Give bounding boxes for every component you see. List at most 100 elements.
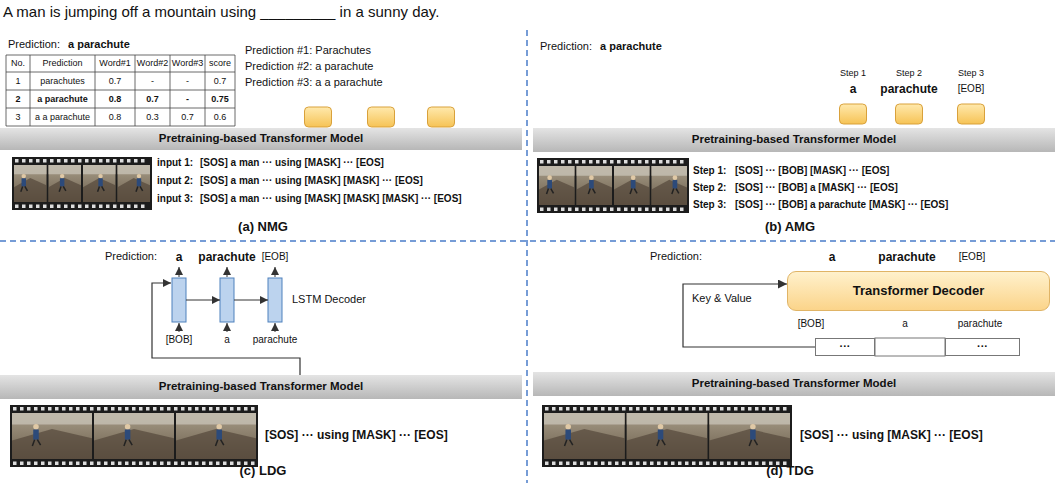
video-frame [94,413,174,459]
person-leg [749,440,751,446]
sprocket-hole [617,160,621,164]
sprocket-hole [64,205,68,209]
sprocket-hole [111,462,115,466]
sprocket-hole [160,407,164,411]
video-frame [544,413,625,459]
sprocket-hole [615,462,619,466]
person-body [22,178,26,186]
output-box [840,104,867,124]
sprocket-hole [713,407,717,411]
sprocket-hole [643,407,647,411]
table-cell: - [170,76,205,87]
sprocket-hole [134,205,138,209]
sprocket-hole [20,407,24,411]
panel-divider [526,30,528,483]
sprocket-hole [610,160,614,164]
sprocket-hole [139,462,143,466]
panel-caption: (d) TDG [766,463,814,479]
sky [652,166,688,176]
output-box [368,107,395,127]
film-strip [542,405,792,467]
person-body [658,430,664,440]
sprocket-hole [580,407,584,411]
step-label: Step 3 [958,68,984,79]
recurrent-arrow [186,300,220,301]
sprocket-hole [699,462,703,466]
sprocket-hole [540,160,544,164]
sprocket-hole [78,205,82,209]
person-leg [216,440,218,446]
person-leg [140,186,143,190]
sprocket-hole [153,407,157,411]
sprocket-hole [90,407,94,411]
sprocket-hole [141,205,145,209]
sprocket-hole [650,407,654,411]
sprocket-hole [699,407,703,411]
person-leg [136,186,138,191]
sprocket-hole [36,159,40,163]
model-band: Pretraining-based Transformer Model [533,372,1055,396]
sprocket-hole [776,407,780,411]
person-leg [59,186,61,191]
sprocket-hole [181,407,185,411]
sprocket-hole [167,407,171,411]
sky [94,413,174,425]
person-body [673,180,678,189]
panel-divider [0,240,1055,242]
table-cell: 1 [6,76,30,87]
sprocket-hole [762,462,766,466]
person-head [60,174,64,178]
sprocket-hole [540,208,544,212]
sprocket-hole [671,462,675,466]
rock-ridge [539,180,575,205]
sprocket-hole [27,407,31,411]
input-token: [BOB] [798,318,825,330]
rock-ridge [614,180,650,205]
sprocket-hole [71,205,75,209]
sprocket-hole [20,462,24,466]
table-cell: 0.7 [135,94,170,105]
table-rule [6,55,235,56]
sprocket-hole [85,205,89,209]
input-token: [BOB] [166,334,193,346]
table-cell: a parachute [30,94,95,105]
sprocket-hole [680,208,684,212]
table-rule [30,55,31,126]
person-head [125,424,131,430]
sprocket-hole [589,208,593,212]
sprocket-hole [223,407,227,411]
person-leg [98,186,100,191]
sprocket-hole [748,407,752,411]
table-cell: Word#2 [135,58,170,69]
sprocket-hole [132,462,136,466]
sprocket-hole [671,407,675,411]
sprocket-hole [48,462,52,466]
input-token: parachute [253,334,297,346]
table-rule [95,55,96,126]
film-base [10,405,258,467]
person-head [33,424,39,430]
lstm-cell [268,278,282,322]
video-frame [539,166,575,205]
sprocket-hole [727,407,731,411]
prediction-label: Prediction: [540,40,592,53]
panel-caption: (b) AMG [765,219,815,235]
sprocket-hole [659,160,663,164]
sprocket-hole [624,160,628,164]
person-leg [634,189,637,194]
video-frame [577,166,613,205]
table-cell: 0.75 [205,94,235,105]
sprocket-hole [104,407,108,411]
sprocket-hole [666,208,670,212]
sprocket-hole [41,462,45,466]
sprocket-hole [118,462,122,466]
edge-label: Key & Value [691,292,753,305]
sprocket-hole [71,159,75,163]
sprocket-hole [113,205,117,209]
output-token: a [850,82,857,96]
video-frame [627,413,708,459]
sprocket-hole [575,160,579,164]
person-leg [25,186,28,190]
sky [544,413,625,425]
video-frame [709,413,790,459]
